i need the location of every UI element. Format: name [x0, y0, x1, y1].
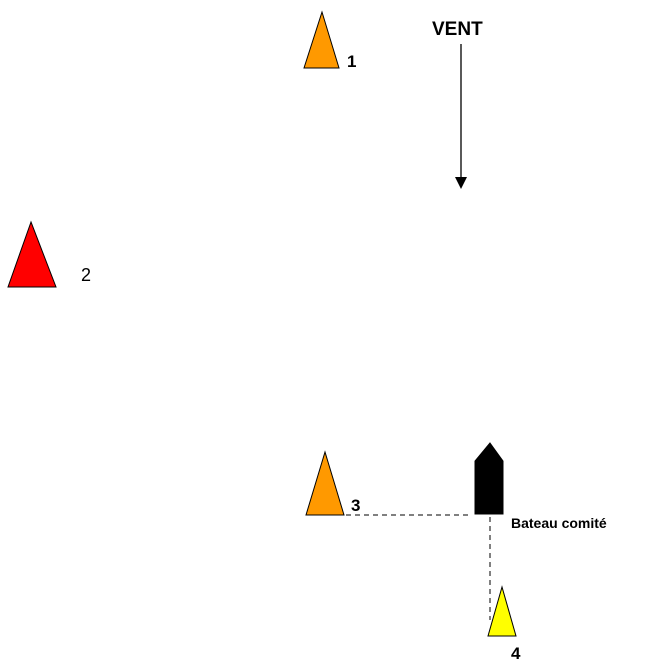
mark-3: 3 — [305, 450, 360, 516]
committee-boat-icon — [474, 442, 504, 515]
buoy-2-icon — [7, 220, 57, 288]
buoy-4-icon — [487, 585, 517, 637]
committee-boat: Bateau comité — [474, 442, 607, 531]
buoy-3-icon — [305, 450, 345, 516]
mark-1: 1 — [303, 10, 356, 71]
wind-arrow-head-icon — [455, 177, 467, 189]
mark-4-label: 4 — [511, 644, 521, 661]
wind-label: VENT — [432, 19, 483, 40]
committee-boat-label: Bateau comité — [511, 515, 607, 531]
mark-2-label: 2 — [81, 265, 91, 285]
mark-1-label: 1 — [347, 52, 356, 71]
mark-2: 2 — [7, 220, 91, 288]
mark-3-label: 3 — [351, 496, 360, 515]
mark-4: 4 — [487, 585, 521, 661]
wind-indicator: VENT — [432, 19, 483, 189]
buoy-1-icon — [303, 10, 340, 69]
